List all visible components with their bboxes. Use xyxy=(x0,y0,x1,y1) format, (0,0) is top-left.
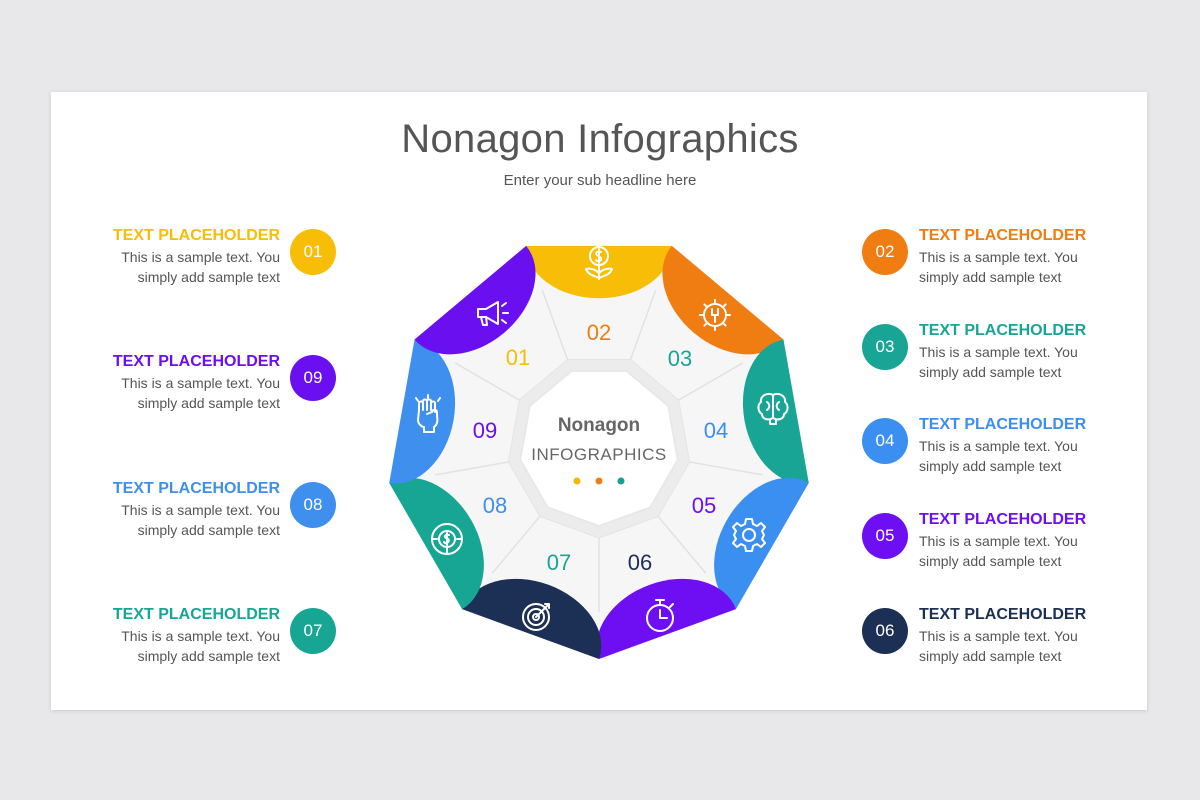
segment-number-04: 04 xyxy=(704,418,728,443)
center-dot xyxy=(617,477,625,485)
segment-08 xyxy=(389,339,456,484)
gear-icon xyxy=(732,518,766,552)
item-body-line: simply add sample text xyxy=(137,522,280,538)
center-dot xyxy=(595,477,603,485)
segment-09 xyxy=(414,245,536,355)
segment-number-03: 03 xyxy=(668,346,692,371)
center-title: Nonagon xyxy=(558,415,640,436)
segment-number-01: 01 xyxy=(506,345,530,370)
item-body: This is a sample text. You simply add sa… xyxy=(919,531,1078,571)
right-item-5: 06 TEXT PLACEHOLDER This is a sample tex… xyxy=(862,606,1092,666)
segment-07 xyxy=(389,477,484,610)
item-heading: TEXT PLACEHOLDER xyxy=(919,416,1087,433)
item-body-line: simply add sample text xyxy=(919,458,1062,474)
item-body: This is a sample text. You simply add sa… xyxy=(121,500,280,540)
segment-number-02: 02 xyxy=(587,320,611,345)
center-subtitle: INFOGRAPHICS xyxy=(531,445,666,464)
item-body-line: This is a sample text. You xyxy=(919,249,1078,265)
number-badge: 06 xyxy=(862,608,908,654)
item-body: This is a sample text. You simply add sa… xyxy=(919,247,1078,287)
item-body-line: simply add sample text xyxy=(919,553,1062,569)
item-heading: TEXT PLACEHOLDER xyxy=(919,322,1087,339)
money-cycle-icon xyxy=(431,523,463,555)
item-body-line: This is a sample text. You xyxy=(919,344,1078,360)
number-badge: 03 xyxy=(862,324,908,370)
number-badge: 07 xyxy=(290,608,336,654)
item-heading: TEXT PLACEHOLDER xyxy=(112,353,280,370)
item-heading: TEXT PLACEHOLDER xyxy=(112,606,280,623)
item-heading: TEXT PLACEHOLDER xyxy=(919,227,1087,244)
target-icon xyxy=(522,603,550,631)
item-heading: TEXT PLACEHOLDER xyxy=(112,227,280,244)
segment-number-07: 07 xyxy=(547,550,571,575)
segment-number-08: 08 xyxy=(483,493,507,518)
page-title: Nonagon Infographics xyxy=(401,117,799,161)
item-body: This is a sample text. You simply add sa… xyxy=(919,436,1078,476)
item-body-line: simply add sample text xyxy=(137,269,280,285)
left-item-4: TEXT PLACEHOLDER This is a sample text. … xyxy=(106,606,336,666)
segment-02 xyxy=(662,245,784,355)
left-item-2: TEXT PLACEHOLDER This is a sample text. … xyxy=(106,353,336,413)
segment-number-05: 05 xyxy=(692,493,716,518)
number-badge: 05 xyxy=(862,513,908,559)
item-heading: TEXT PLACEHOLDER xyxy=(112,480,280,497)
item-body-line: This is a sample text. You xyxy=(121,249,280,265)
item-body-line: simply add sample text xyxy=(919,648,1062,664)
item-body: This is a sample text. You simply add sa… xyxy=(121,626,280,666)
money-plant-icon xyxy=(585,246,613,280)
segment-number-06: 06 xyxy=(628,550,652,575)
brain-icon xyxy=(757,392,789,425)
item-body-line: simply add sample text xyxy=(137,395,280,411)
item-body: This is a sample text. You simply add sa… xyxy=(121,373,280,413)
item-body: This is a sample text. You simply add sa… xyxy=(919,342,1078,382)
number-badge: 08 xyxy=(290,482,336,528)
spoke-line xyxy=(627,289,657,366)
item-body-line: simply add sample text xyxy=(919,269,1062,285)
page-subtitle: Enter your sub headline here xyxy=(503,172,697,189)
segment-03 xyxy=(742,339,809,484)
left-item-1: TEXT PLACEHOLDER This is a sample text. … xyxy=(106,227,336,287)
spoke-line xyxy=(653,511,707,574)
megaphone-icon xyxy=(477,301,509,326)
spoke-line xyxy=(491,511,545,574)
item-heading: TEXT PLACEHOLDER xyxy=(919,606,1087,623)
item-body: This is a sample text. You simply add sa… xyxy=(121,247,280,287)
spoke-line xyxy=(435,460,515,476)
right-item-1: 02 TEXT PLACEHOLDER This is a sample tex… xyxy=(862,227,1092,287)
right-item-4: 05 TEXT PLACEHOLDER This is a sample tex… xyxy=(862,511,1092,571)
center-nonagon-inner xyxy=(519,369,679,528)
right-item-2: 03 TEXT PLACEHOLDER This is a sample tex… xyxy=(862,322,1092,382)
spoke-line xyxy=(673,362,744,404)
fist-icon xyxy=(415,394,441,433)
item-body-line: This is a sample text. You xyxy=(919,533,1078,549)
right-item-3: 04 TEXT PLACEHOLDER This is a sample tex… xyxy=(862,416,1092,476)
number-badge: 02 xyxy=(862,229,908,275)
gear-wrench-icon xyxy=(699,299,731,331)
item-body-line: This is a sample text. You xyxy=(919,438,1078,454)
item-body-line: This is a sample text. You xyxy=(121,375,280,391)
spoke-line xyxy=(683,460,763,476)
spoke-layer xyxy=(435,289,763,613)
spoke-line xyxy=(541,289,571,366)
item-body-line: This is a sample text. You xyxy=(919,628,1078,644)
item-body-line: simply add sample text xyxy=(137,648,280,664)
stopwatch-icon xyxy=(646,599,674,632)
segment-06 xyxy=(462,578,602,659)
number-badge: 01 xyxy=(290,229,336,275)
number-badge: 04 xyxy=(862,418,908,464)
item-body-line: This is a sample text. You xyxy=(121,628,280,644)
spoke-line xyxy=(454,362,525,404)
left-item-3: TEXT PLACEHOLDER This is a sample text. … xyxy=(106,480,336,540)
item-body: This is a sample text. You simply add sa… xyxy=(919,626,1078,666)
center-dot xyxy=(573,477,581,485)
item-heading: TEXT PLACEHOLDER xyxy=(919,511,1087,528)
number-badge: 09 xyxy=(290,355,336,401)
item-body-line: simply add sample text xyxy=(919,364,1062,380)
segment-04 xyxy=(714,477,809,610)
item-body-line: This is a sample text. You xyxy=(121,502,280,518)
segment-number-09: 09 xyxy=(473,418,497,443)
